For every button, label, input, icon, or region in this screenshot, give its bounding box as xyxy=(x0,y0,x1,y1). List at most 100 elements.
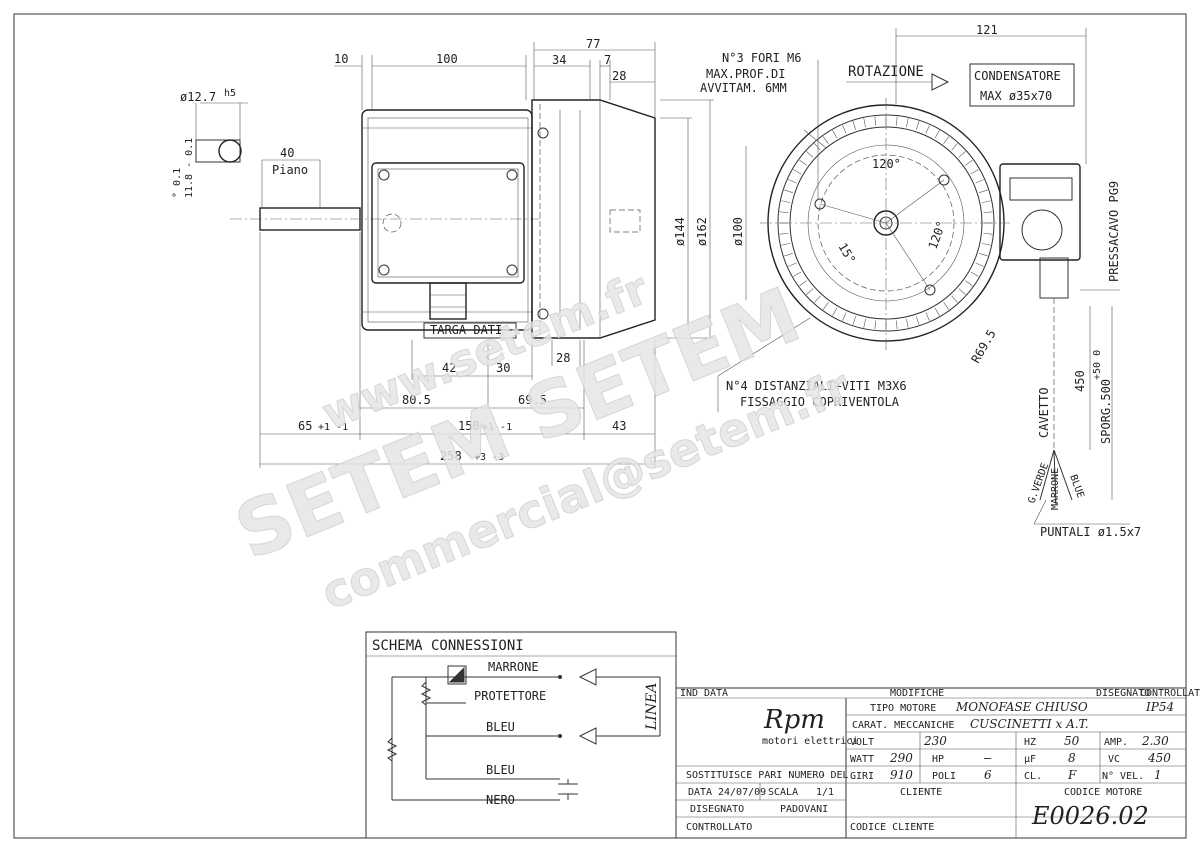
cooling-fin xyxy=(975,262,984,267)
dim-100-dia: ø100 xyxy=(731,217,745,246)
tb-logo-sub: motori elettrici xyxy=(762,736,858,747)
tb-disegnato-lbl: DISEGNATO xyxy=(690,804,744,815)
cooling-fin xyxy=(852,121,857,130)
tb-ip: IP54 xyxy=(1145,700,1174,714)
cooling-fin xyxy=(983,211,993,214)
dim-65-tol: +1 -1 xyxy=(318,422,348,433)
cooling-fin xyxy=(979,189,988,194)
nameplate-label xyxy=(423,322,517,339)
dim-sporg: SPORG.500 xyxy=(1099,379,1113,444)
tb-vc-val: 450 xyxy=(1147,751,1171,765)
cooling-fin xyxy=(779,232,789,235)
cooling-fin xyxy=(915,316,920,325)
tb-hp-val: — xyxy=(984,751,992,765)
dim-sporg-tol: +50 0 xyxy=(1092,350,1103,380)
cooling-fin xyxy=(874,116,877,126)
schema-title: SCHEMA CONNESSIONI xyxy=(372,638,524,654)
cooling-fin xyxy=(863,318,866,328)
wire-marrone: MARRONE xyxy=(1050,468,1061,510)
tb-data-val: 24/07/09 xyxy=(718,787,766,798)
condensatore-box xyxy=(969,63,1075,107)
cooling-fin xyxy=(781,243,791,246)
tb-hz-lbl: HZ xyxy=(1024,737,1036,748)
tb-codice-motore-lbl: CODICE MOTORE xyxy=(1064,787,1142,798)
cooling-fin xyxy=(943,136,950,144)
cooling-fin xyxy=(799,280,807,287)
watermark: www.setem.fr SETEM SETEM commercial@sete… xyxy=(223,263,858,621)
dim-key-tol-b: 11.8 - 0.1 xyxy=(184,138,195,198)
angle-120-b: 120° xyxy=(926,219,949,251)
dim-30: 30 xyxy=(496,361,510,375)
tb-uf-val: 8 xyxy=(1068,751,1076,765)
dim-80-5: 80.5 xyxy=(402,393,431,407)
cooling-fin xyxy=(934,130,940,139)
nameplate-text: TARGA DATI xyxy=(430,323,502,337)
tb-scala-lbl: SCALA xyxy=(768,787,798,798)
tb-cl-lbl: CL. xyxy=(1024,771,1042,782)
dim-key-tol-a: ° 0.1 xyxy=(172,168,183,198)
cooling-fin xyxy=(951,295,958,303)
tb-poli-lbl: POLI xyxy=(932,771,956,782)
tb-watt-lbl: WATT xyxy=(850,754,874,765)
schema-linea: LINEA xyxy=(644,683,660,731)
cooling-fin xyxy=(925,125,930,134)
cooling-fin xyxy=(822,136,829,144)
tb-carat-lbl: CARAT. MECCANICHE xyxy=(852,720,954,731)
wire-g-verde: G.VERDE xyxy=(1026,462,1051,505)
dim-65: 65 xyxy=(298,419,312,433)
dim-121: 121 xyxy=(976,23,998,37)
tb-vc-lbl: VC xyxy=(1108,754,1120,765)
cooling-fin xyxy=(915,121,920,130)
tb-controllato-lbl: CONTROLLATO xyxy=(686,822,752,833)
line-arrow-1-icon xyxy=(578,668,597,686)
cooling-fin xyxy=(970,169,979,175)
cooling-fin xyxy=(981,200,991,203)
cooling-fin xyxy=(965,159,973,166)
cooling-fin xyxy=(842,125,847,134)
dim-69-5: 69.5 xyxy=(518,393,547,407)
cooling-fin xyxy=(958,288,966,295)
cavetto-label: CAVETTO xyxy=(1037,387,1051,438)
cooling-fins xyxy=(779,116,993,330)
resistor-2-icon xyxy=(386,737,398,762)
tb-tipo-motore-lbl: TIPO MOTORE xyxy=(870,703,936,714)
tb-volt-val: 230 xyxy=(923,734,947,748)
tb-data-hdr: DATA xyxy=(704,688,728,699)
dim-150: 150 xyxy=(458,419,480,433)
dim-150-tol: +1 -1 xyxy=(482,422,512,433)
cooling-fin xyxy=(784,252,793,257)
tb-uf-lbl: µF xyxy=(1024,754,1036,765)
tb-nvel-val: 1 xyxy=(1154,768,1162,782)
cooling-fin xyxy=(965,280,973,287)
tb-disegnato-hdr: DISEGNATO xyxy=(1096,688,1150,699)
side-view: TARGA DATI 10 100 77 34 7 28 ø12.7 h5 ° … xyxy=(172,37,747,468)
schema-marrone: MARRONE xyxy=(488,660,539,674)
tb-data-lbl: DATA xyxy=(688,787,712,798)
cooling-fin xyxy=(793,169,802,175)
dim-34: 34 xyxy=(552,53,566,67)
dim-258-tol: +3 -3 xyxy=(474,452,504,463)
tb-modifiche: MODIFICHE xyxy=(890,688,944,699)
tb-disegnato-val: PADOVANI xyxy=(780,804,828,815)
cooling-fin xyxy=(895,116,898,126)
puntali-label: PUNTALI ø1.5x7 xyxy=(1040,525,1141,539)
tb-tipo-motore-val: MONOFASE CHIUSO xyxy=(955,700,1088,714)
front-view: 120° 120° 15° N°3 FORI M6 MAX.PROF.DI AV… xyxy=(700,23,1141,539)
tb-scala-val: 1/1 xyxy=(816,787,834,798)
cooling-fin xyxy=(981,243,991,246)
cooling-fin xyxy=(951,143,958,151)
pressacavo-label: PRESSACAVO PG9 xyxy=(1107,181,1121,282)
fori-label-3: AVVITAM. 6MM xyxy=(700,81,787,95)
line-arrow-2-icon xyxy=(578,727,597,745)
tb-cl-val: F xyxy=(1067,768,1077,782)
schema-nero: NERO xyxy=(486,793,515,807)
schema-bleu-2: BLEU xyxy=(486,763,515,777)
dim-r69-5: R69.5 xyxy=(968,327,998,365)
schema-protettore: PROTETTORE xyxy=(474,689,546,703)
tb-giri-lbl: GIRI xyxy=(850,771,874,782)
cooling-fin xyxy=(832,130,838,139)
tb-poli-val: 6 xyxy=(984,768,992,782)
angle-120-a: 120° xyxy=(872,157,901,171)
side-cable-gland xyxy=(1039,257,1069,299)
